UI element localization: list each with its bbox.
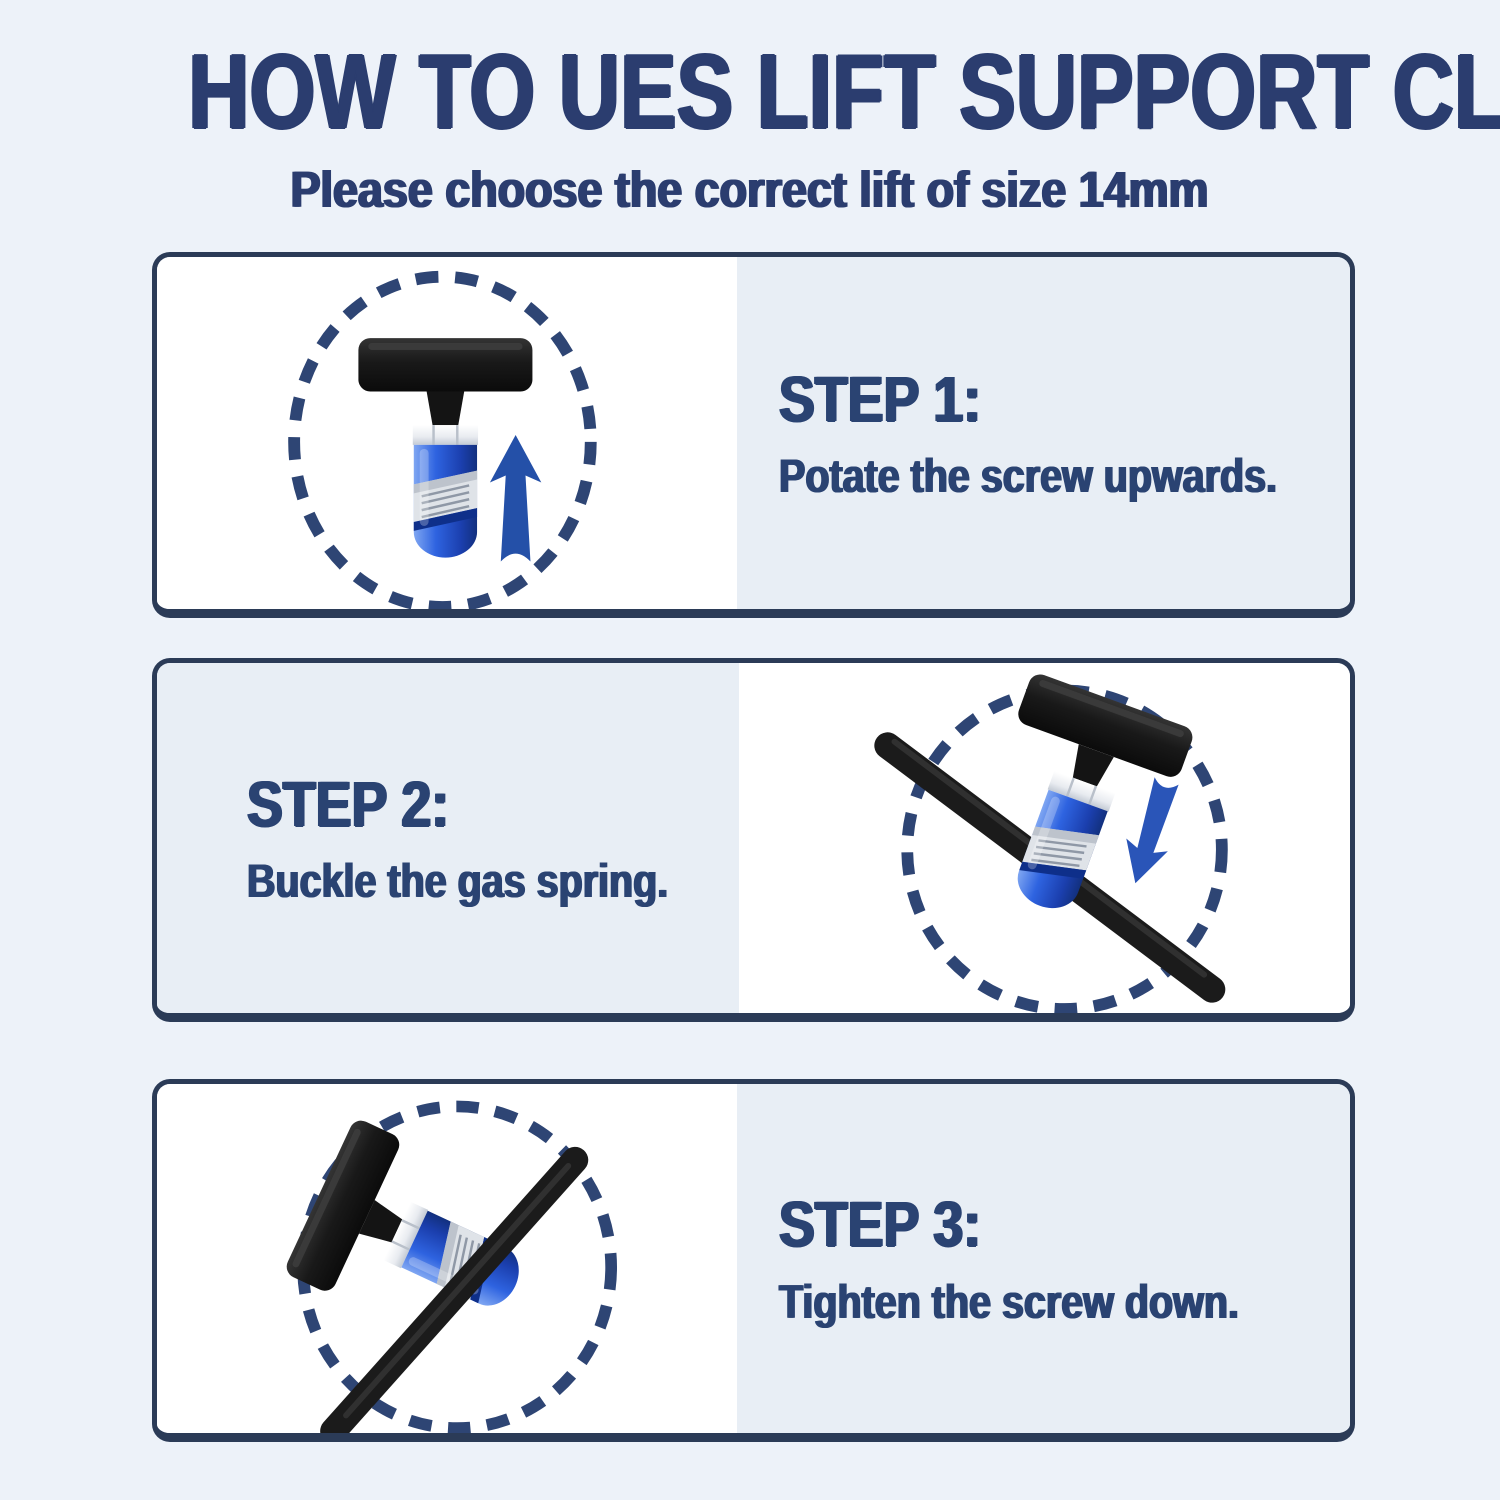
clamp-on-spring-graphic	[874, 669, 1228, 1013]
step-3-label: STEP 3:	[778, 1188, 981, 1261]
step-1-description: Potate the screw upwards.	[778, 449, 1277, 503]
rod-highlight	[343, 1162, 572, 1419]
page-subtitle: Please choose the correct lift of size 1…	[291, 161, 1209, 219]
header: HOW TO UES LIFT SUPPORT CLAMP Please cho…	[0, 38, 1500, 219]
step-2-label: STEP 2:	[247, 767, 450, 840]
step-1-label: STEP 1:	[778, 362, 981, 435]
up-arrow-icon	[489, 434, 542, 562]
step-2-panel: STEP 2: Buckle the gas spring.	[152, 658, 1355, 1022]
step-3-description: Tighten the screw down.	[778, 1274, 1239, 1328]
step-2-description: Buckle the gas spring.	[247, 854, 669, 908]
step-1-illustration	[157, 257, 737, 609]
page-title: HOW TO UES LIFT SUPPORT CLAMP	[188, 33, 1500, 151]
step-2-illustration	[739, 663, 1350, 1013]
step-3-panel: STEP 3: Tighten the screw down.	[152, 1079, 1355, 1442]
step-3-text: STEP 3: Tighten the screw down.	[736, 1084, 1350, 1433]
step-1-panel: STEP 1: Potate the screw upwards.	[152, 252, 1355, 618]
down-arrow-icon	[1114, 774, 1188, 890]
dashed-circle-decoration	[297, 1100, 617, 1433]
step-2-text: STEP 2: Buckle the gas spring.	[157, 663, 740, 1013]
step-1-text: STEP 1: Potate the screw upwards.	[736, 257, 1350, 609]
step-3-illustration	[157, 1084, 737, 1433]
dashed-circle-decoration	[901, 684, 1228, 1013]
clamp-up-arrow-graphic	[288, 270, 597, 609]
clamp-tightened-graphic	[281, 1100, 617, 1433]
